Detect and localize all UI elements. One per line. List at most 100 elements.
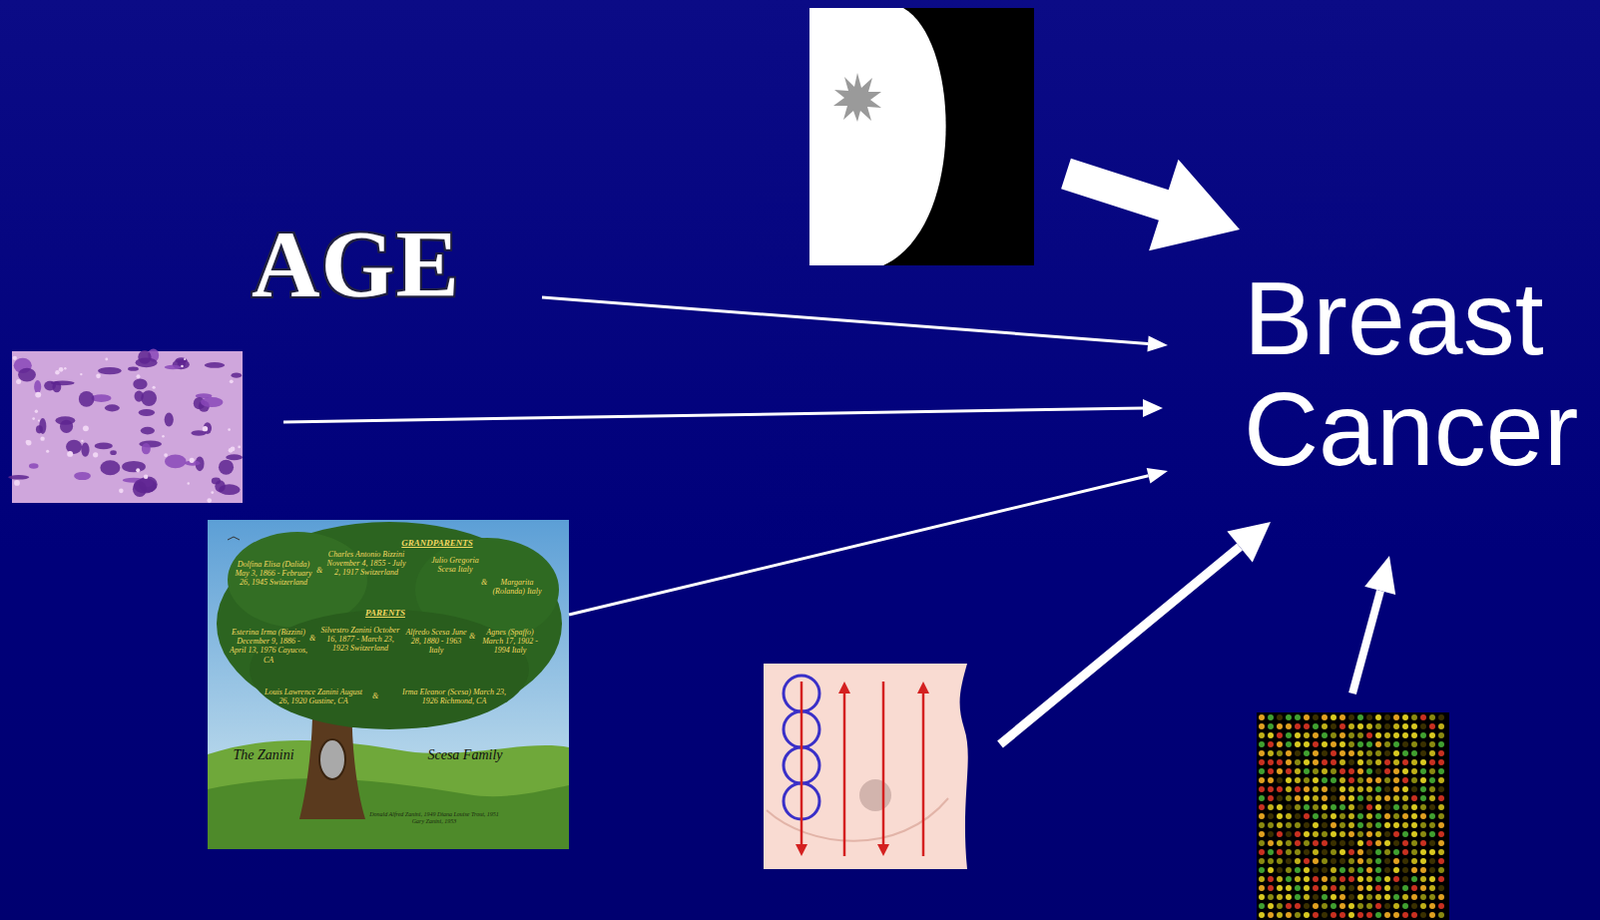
array-spot bbox=[1285, 831, 1292, 838]
array-spot bbox=[1258, 714, 1265, 721]
array-spot bbox=[1294, 831, 1301, 838]
tissue-speck bbox=[54, 370, 60, 376]
tree-entry: The Zanini bbox=[215, 747, 312, 764]
array-spot bbox=[1294, 777, 1301, 784]
array-spot bbox=[1438, 903, 1445, 910]
array-spot bbox=[1375, 768, 1382, 775]
array-spot bbox=[1438, 867, 1445, 874]
array-spot bbox=[1267, 831, 1274, 838]
array-spot bbox=[1312, 768, 1319, 775]
array-spot bbox=[1393, 804, 1400, 811]
array-spot bbox=[1312, 759, 1319, 766]
array-spot bbox=[1321, 831, 1328, 838]
array-spot bbox=[1357, 912, 1364, 919]
tissue-speck bbox=[187, 482, 190, 485]
array-spot bbox=[1312, 894, 1319, 901]
array-spot bbox=[1384, 741, 1391, 748]
arrow-head bbox=[1146, 468, 1168, 485]
array-spot bbox=[1402, 732, 1409, 739]
array-spot bbox=[1330, 885, 1337, 892]
array-spot bbox=[1366, 840, 1373, 847]
array-spot bbox=[1303, 894, 1310, 901]
array-spot bbox=[1276, 786, 1283, 793]
tree-entry: GRANDPARENTS bbox=[392, 537, 483, 548]
array-spot bbox=[1384, 732, 1391, 739]
tissue-speck bbox=[183, 358, 186, 361]
family-tree-box: GRANDPARENTSDolfina Elisa (Dalida) May 3… bbox=[207, 520, 569, 850]
array-spot bbox=[1258, 894, 1265, 901]
array-spot bbox=[1294, 840, 1301, 847]
cell-nucleus bbox=[230, 373, 242, 379]
array-spot bbox=[1357, 894, 1364, 901]
array-spot bbox=[1384, 822, 1391, 829]
array-spot bbox=[1357, 858, 1364, 865]
cell-nucleus bbox=[200, 397, 224, 408]
tree-entry: Donald Alfred Zanini, 1949 Diana Louise … bbox=[369, 811, 500, 826]
array-spot bbox=[1294, 732, 1301, 739]
tree-entry: Silvestro Zanini October 16, 1877 - Marc… bbox=[319, 625, 402, 654]
array-spot bbox=[1339, 876, 1346, 883]
array-spot bbox=[1411, 858, 1418, 865]
array-spot bbox=[1393, 912, 1400, 919]
array-spot bbox=[1330, 831, 1337, 838]
array-spot bbox=[1285, 777, 1292, 784]
array-spot bbox=[1258, 813, 1265, 820]
array-spot bbox=[1276, 885, 1283, 892]
cell-nucleus bbox=[80, 443, 89, 458]
array-spot bbox=[1402, 750, 1409, 757]
array-spot bbox=[1366, 912, 1373, 919]
array-spot bbox=[1429, 813, 1436, 820]
array-spot bbox=[1276, 714, 1283, 721]
tissue-speck bbox=[31, 417, 35, 421]
array-spot bbox=[1330, 894, 1337, 901]
array-spot bbox=[1384, 867, 1391, 874]
array-spot bbox=[1420, 795, 1427, 802]
array-spot bbox=[1393, 759, 1400, 766]
cell-nucleus bbox=[141, 443, 151, 455]
array-spot bbox=[1402, 903, 1409, 910]
array-spot bbox=[1267, 813, 1274, 820]
array-spot bbox=[1375, 876, 1382, 883]
array-spot bbox=[1285, 903, 1292, 910]
array-spot bbox=[1258, 723, 1265, 730]
array-spot bbox=[1285, 912, 1292, 919]
array-spot bbox=[1375, 759, 1382, 766]
array-spot bbox=[1429, 777, 1436, 784]
array-spot bbox=[1393, 723, 1400, 730]
tissue-speck bbox=[136, 374, 141, 379]
array-spot bbox=[1384, 840, 1391, 847]
outcome-label: Breast Cancer bbox=[1167, 263, 1598, 487]
array-spot bbox=[1348, 714, 1355, 721]
array-spot bbox=[1294, 849, 1301, 856]
tissue-speck bbox=[152, 386, 156, 390]
tissue-speck bbox=[79, 373, 82, 376]
array-spot bbox=[1258, 768, 1265, 775]
array-spot bbox=[1366, 831, 1373, 838]
array-spot bbox=[1357, 786, 1364, 793]
tree-entry: Margarita (Rolanda) Italy bbox=[489, 577, 545, 596]
array-spot bbox=[1303, 912, 1310, 919]
array-spot bbox=[1429, 723, 1436, 730]
array-spot bbox=[1330, 876, 1337, 883]
array-spot bbox=[1258, 822, 1265, 829]
array-spot bbox=[1276, 912, 1283, 919]
array-spot bbox=[1312, 831, 1319, 838]
array-spot bbox=[1276, 759, 1283, 766]
array-spot bbox=[1420, 831, 1427, 838]
array-spot bbox=[1348, 894, 1355, 901]
array-spot bbox=[1384, 831, 1391, 838]
array-spot bbox=[1312, 813, 1319, 820]
array-spot bbox=[1402, 813, 1409, 820]
tissue-speck bbox=[95, 374, 101, 380]
array-spot bbox=[1393, 885, 1400, 892]
array-spot bbox=[1321, 732, 1328, 739]
array-spot bbox=[1384, 777, 1391, 784]
array-spot bbox=[1393, 867, 1400, 874]
outcome-text: Breast Cancer bbox=[1243, 263, 1594, 487]
tissue-speck bbox=[34, 410, 38, 414]
array-spot bbox=[1348, 858, 1355, 865]
array-spot bbox=[1411, 795, 1418, 802]
array-spot bbox=[1366, 759, 1373, 766]
array-spot bbox=[1330, 741, 1337, 748]
